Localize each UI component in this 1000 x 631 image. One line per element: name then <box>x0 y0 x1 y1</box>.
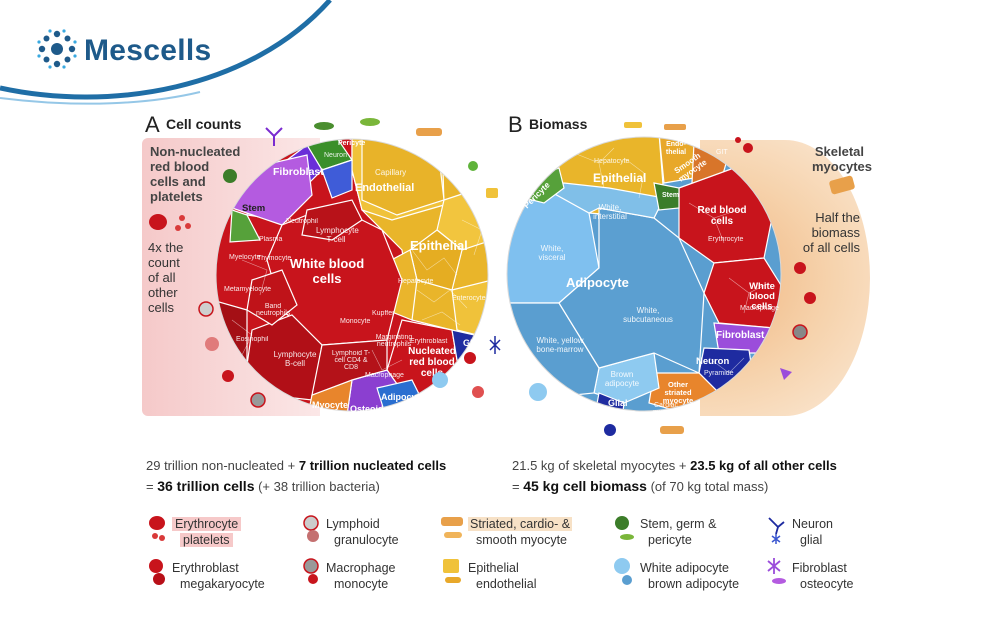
label-a-lymphoid-nk: Lymphoid T-cell CD4 & CD8 <box>331 350 371 371</box>
label-a-monocyte: Monocyte <box>340 318 371 325</box>
neuron-icon <box>768 517 785 544</box>
panel-b-title: Biomass <box>529 116 588 132</box>
label-a-stem: Stem <box>242 203 266 214</box>
summary-b: 21.5 kg of skeletal myocytes + 23.5 kg o… <box>512 458 837 494</box>
legend-stem: Stem, germ &pericyte <box>640 517 717 547</box>
label-a-lymphocyte-t: Lymphocyte T-cell <box>316 226 359 244</box>
label-a-thymocyte: Thymocyte <box>257 255 292 262</box>
brand-swoosh <box>0 0 332 105</box>
label-b-hepatocyte: Hepatocyte <box>594 158 630 165</box>
label-a-fibroblast: Fibroblast <box>273 166 324 178</box>
panel-a-title: Cell counts <box>166 116 242 132</box>
brand-name: Mescells <box>84 34 212 67</box>
adipocyte-icon <box>614 558 632 585</box>
label-a-band-neutrophils: Band neutrophils <box>256 303 291 317</box>
label-a-white-blood: White blood cells <box>289 256 365 286</box>
erythrocyte-icon <box>149 516 165 541</box>
legend-erythrocyte: Erythrocyte platelets <box>172 516 242 548</box>
label-a-erythroblast: Erythroblast <box>410 338 448 345</box>
label-a-enterocyte: Enterocyte <box>452 295 486 302</box>
label-b-pyramide: Pyramide <box>704 370 734 377</box>
label-b-neuron: Neuron <box>696 356 730 367</box>
lymphoid-icon <box>303 515 319 542</box>
label-a-capillary: Capillary <box>375 168 407 177</box>
label-b-white-interstitial: White, interstitial <box>593 203 627 221</box>
label-a-plasma: Plasma <box>259 236 283 243</box>
macrophage-icon <box>303 558 319 584</box>
stem-icon <box>615 516 634 540</box>
label-b-erythrocyte: Erythrocyte <box>708 236 744 243</box>
label-a-myelocyte: Myelocyte <box>229 254 261 261</box>
summary-a: 29 trillion non-nucleated + 7 trillion n… <box>146 458 447 494</box>
panel-b-letter: B <box>508 112 523 137</box>
mescells-logo-icon <box>37 29 77 69</box>
legend-myocyte: Striated, cardio- &smooth myocyte <box>468 517 573 547</box>
epithelial-icon <box>443 559 461 583</box>
label-a-osteoid: Osteoid <box>350 404 384 414</box>
panel-a-letter: A <box>145 112 160 137</box>
label-b-cardiac: Cardiac myocyte <box>652 402 680 416</box>
panel-b-voronoi-circle <box>506 136 782 412</box>
fibroblast-icon <box>767 558 786 584</box>
label-b-white-subcutaneous: White, subcutaneous <box>623 306 673 324</box>
label-b-white-visceral: White, visceral <box>538 244 566 262</box>
label-a-pericyte: Pericyte <box>338 140 366 147</box>
label-a-lymphocyte-b: Lymphocyte B-cell <box>273 350 317 368</box>
label-a-glial: Glial <box>463 338 483 348</box>
label-b-stem: Stem <box>662 192 680 199</box>
label-a-kupffer: Kupffer <box>372 310 395 317</box>
label-b-other-striated: Other striated myocyte <box>662 380 694 405</box>
decorative-cells <box>149 118 855 436</box>
label-a-eosinophil: Eosinophil <box>236 336 269 343</box>
label-b-brown-adipocyte: Brown adipocyte <box>604 370 640 388</box>
label-b-adipocyte: Adipocyte <box>566 275 629 290</box>
label-a-nucleated-rbc: Nucleated red blood cells <box>408 346 456 379</box>
erythroblast-icon <box>149 559 165 585</box>
label-a-epithelial: Epithelial <box>410 238 468 253</box>
label-a-metamyelocyte: Metamyelocyte <box>224 286 272 293</box>
label-b-macrophage: Macrophage <box>740 305 779 312</box>
label-b-white-yellow: White, yellow bone-marrow <box>536 336 584 354</box>
label-a-adipocyte: Adipocyte <box>381 392 425 402</box>
label-a-endothelial: Endothelial <box>355 182 415 194</box>
label-a-hepatocyte: Hepatocyte <box>398 278 434 285</box>
label-a-macrophage: Macrophage <box>365 372 404 379</box>
label-b-fibroblast: Fibroblast <box>716 330 765 341</box>
label-b-git: GIT <box>716 149 728 156</box>
label-a-marginating: Marginating neutrophils <box>375 334 413 348</box>
label-a-neuron: Neuron <box>324 152 347 159</box>
label-a-myocyte: Myocyte <box>312 400 349 410</box>
label-b-endothelial: Endo-thelial <box>665 141 687 156</box>
label-b-red-blood: Red blood cells <box>697 205 747 227</box>
myocyte-icon <box>441 517 463 538</box>
label-b-white-blood: White blood cells <box>749 281 775 312</box>
label-a-neutrophil: Neutrophil <box>286 218 318 225</box>
label-b-glial: Glial <box>608 398 628 408</box>
label-b-epithelial: Epithelial <box>593 171 647 185</box>
panel-a-voronoi-circle <box>215 138 489 412</box>
